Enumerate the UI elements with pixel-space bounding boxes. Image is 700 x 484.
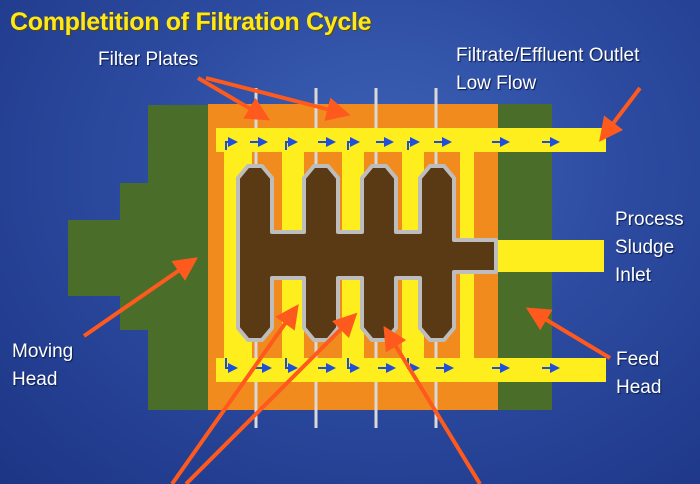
label-filtrate-outlet: Filtrate/Effluent Outlet Low Flow: [456, 42, 639, 98]
label-moving-line1: Moving: [12, 341, 74, 362]
pointer-moving-head: [82, 257, 198, 338]
diagram-title: Completition of Filtration Cycle: [10, 8, 372, 36]
pointer-bottom-3: [383, 325, 482, 484]
label-feed-head: Feed Head: [616, 346, 661, 402]
pointer-bottom-2: [184, 312, 358, 484]
pointer-filtrate-outlet: [599, 86, 642, 142]
filtrate-channel-top: [216, 128, 606, 152]
pointer-arrows: [82, 76, 642, 484]
filter-cake: [236, 164, 498, 342]
label-process-line1: Process: [615, 209, 684, 230]
pointer-feed-head: [525, 307, 612, 360]
label-feed-line1: Feed: [616, 349, 660, 370]
label-process-sludge-inlet: Process Sludge Inlet: [615, 206, 684, 290]
label-process-line3: Inlet: [615, 265, 651, 286]
pointer-filter-plate-2: [205, 76, 351, 121]
pointer-filter-plate-1: [196, 76, 271, 121]
pointer-bottom-1: [170, 304, 299, 484]
moving-head: [68, 105, 208, 410]
sludge-inlet-pipe: [496, 240, 604, 272]
label-moving-head: Moving Head: [12, 338, 73, 394]
flow-arrows-bottom: [225, 358, 560, 373]
label-filtrate-outlet-line1: Filtrate/Effluent Outlet: [456, 45, 640, 66]
flow-arrows-top: [225, 137, 560, 150]
label-filter-plates: Filter Plates: [98, 46, 198, 74]
label-feed-line2: Head: [616, 377, 662, 398]
label-filter-plates-text: Filter Plates: [98, 49, 199, 70]
label-moving-line2: Head: [12, 369, 58, 390]
label-filtrate-outlet-line2: Low Flow: [456, 73, 537, 94]
label-process-line2: Sludge: [615, 237, 675, 258]
